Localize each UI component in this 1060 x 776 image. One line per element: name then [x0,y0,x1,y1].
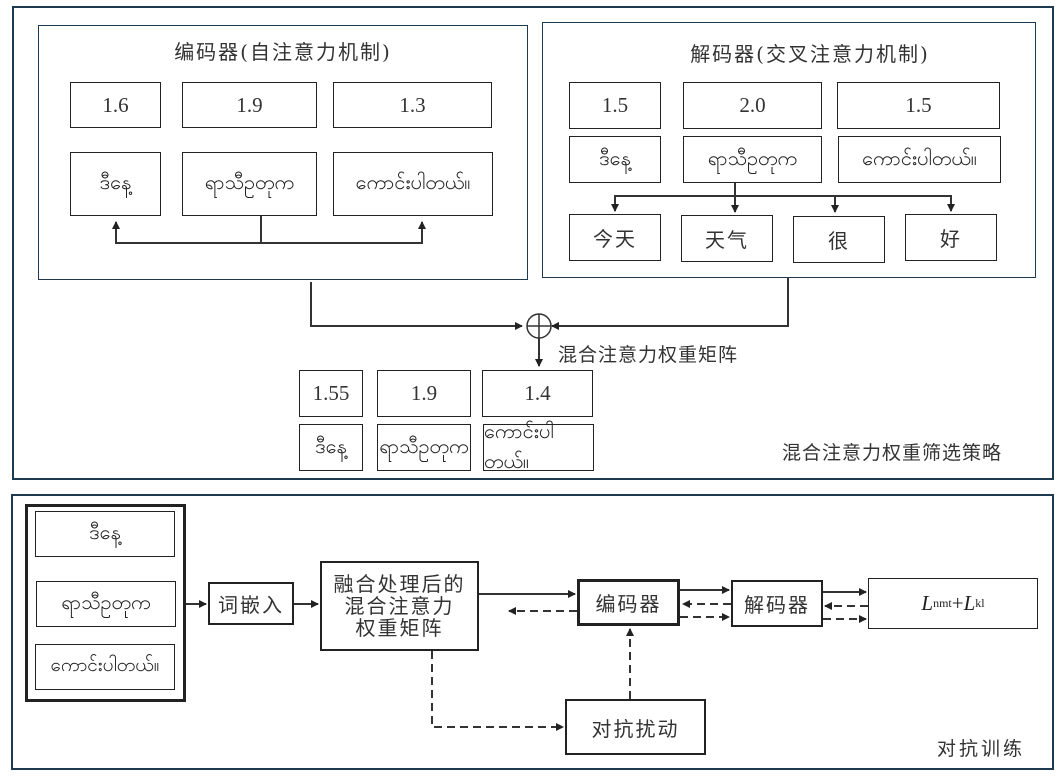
decoder-attn-stem [611,183,736,212]
loss-kl-subscript: kl [975,596,985,610]
mixed-token-1: ဒီနေ့ [299,424,363,471]
decoder-weight-3: 1.5 [837,82,1000,129]
encoder-to-fusion [310,282,523,330]
decoder-weight-2: 2.0 [683,82,822,129]
mixed-token-2: ရာသီဥတုက [377,424,471,471]
fused-matrix-line-1: 融合处理后的 [333,572,466,596]
decoder-to-fusion [551,278,789,330]
word-embedding-box: 词嵌入 [208,582,294,625]
decoder-attn-3 [735,195,839,213]
loss-plus: + [951,591,964,615]
decoder-weight-1: 1.5 [569,82,661,129]
adversarial-training-panel [11,494,1054,770]
decoder-cross-attention-panel [542,22,1036,278]
encoder-title: 编码器(自注意力机制) [174,40,392,64]
mixed-weight-2: 1.9 [377,370,471,417]
fused-attention-matrix-box: 融合处理后的 混合注意力 权重矩阵 [320,561,479,651]
encoder-token-2: ရာသီဥတုက [182,152,317,216]
decoder-title: 解码器(交叉注意力机制) [690,42,930,66]
decoder-token-3: ကောင်းပါတယ်။ [838,136,1001,183]
input-token-2: ရာသီဥတုက [36,581,176,627]
input-sentence-group [25,504,186,702]
decoder-target-2: 天气 [681,215,773,262]
decoder-box: 解码器 [731,580,823,627]
fused-matrix-line-3: 权重矩阵 [355,616,444,640]
encoder-weight-2: 1.9 [182,82,317,128]
encoder-box: 编码器 [577,579,680,626]
adversarial-perturbation-box: 对抗扰动 [565,699,706,755]
loss-nmt-symbol: L [921,591,934,615]
input-token-1: ဒီနေ့ [35,511,175,557]
encoder-weight-1: 1.6 [70,82,161,128]
filter-strategy-label: 混合注意力权重筛选策略 [782,442,1003,464]
decoder-token-2: ရာသီဥတုက [683,136,822,183]
attention-filter-panel [12,6,1054,480]
fusion-label: 混合注意力权重矩阵 [558,344,739,366]
encoder-attn-right [261,221,426,244]
adversarial-training-label: 对抗训练 [937,738,1026,760]
input-token-3: ကောင်းပါတယ်။ [35,644,175,690]
fusion-operator-icon [526,313,552,339]
encoder-weight-3: 1.3 [333,82,492,128]
encoder-attn-left [112,221,261,244]
decoder-target-1: 今天 [569,214,661,261]
encoder-token-1: ဒီနေ့ [70,152,161,216]
mixed-weight-3: 1.4 [482,370,593,417]
decoder-attn-4 [835,195,955,212]
loss-kl-symbol: L [963,591,976,615]
loss-nmt-subscript: nmt [933,596,952,610]
decoder-target-3: 很 [793,216,885,263]
mixed-weight-1: 1.55 [299,370,363,417]
encoder-self-attention-panel [38,25,528,280]
fused-matrix-line-2: 混合注意力 [344,594,455,618]
encoder-token-3: ကောင်းပါတယ်။ [333,152,493,216]
decoder-target-4: 好 [905,214,997,261]
decoder-token-1: ဒီနေ့ [569,136,661,183]
matrix-to-perturbation [431,651,564,731]
